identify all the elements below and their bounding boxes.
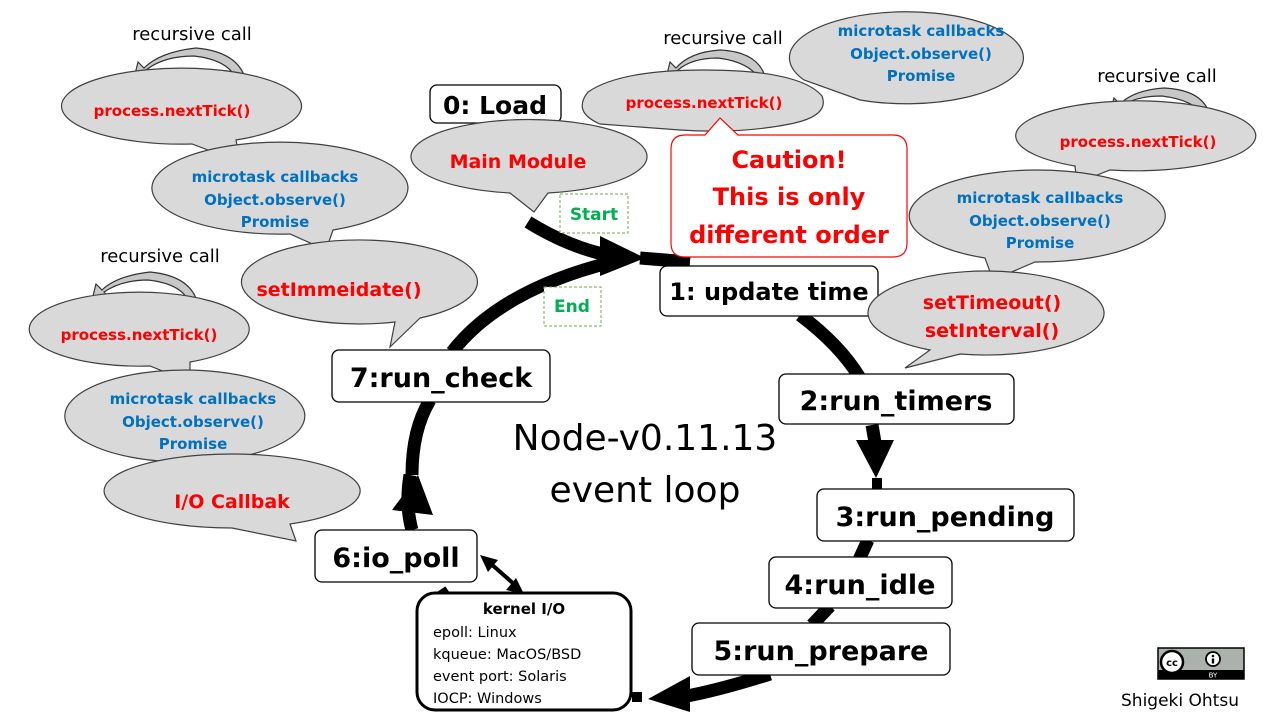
loop-seg-marker [872,478,882,490]
step-5-box [691,622,951,676]
kernel-io-line-4: IOCP: Windows [433,691,542,707]
step-1-label: 1: update time [669,278,868,306]
step-7-label: 7:run_check [350,363,533,394]
io-callback-label: I/O Callbak [174,491,290,513]
main-module-label: Main Module [450,151,587,173]
microtask-line1-top: microtask callbacks [838,22,1005,40]
recursive-label-top: recursive call [663,28,783,49]
recursive-label-right: recursive call [1097,66,1217,87]
cc-icon [1159,649,1185,675]
microtask-line2-left-top: Object.observe() [204,191,346,209]
setimmediate-bubble [240,239,478,349]
title-line1: Node-v0.11.13 [513,418,778,459]
step-6-box [314,529,478,583]
start-label: Start [570,205,618,225]
step-4-box [768,556,953,609]
by-text: BY [1209,672,1218,680]
main-module-bubble [410,118,648,213]
loop-arrows [392,216,894,712]
io-kernel-link [488,561,517,587]
nexttick-bubble-left-bottom [28,291,250,383]
setimmediate-label: setImmeidate() [256,279,421,301]
step-3-box [816,488,1075,542]
step-2-box [778,373,1015,425]
kernel-io-box [415,591,633,712]
kernel-io-line-1: epoll: Linux [433,625,517,641]
io-poll-arrowhead [392,475,433,515]
caution-line2: This is only [713,183,866,211]
nexttick-label-top: process.nextTick() [626,94,783,112]
kernel-io-title: kernel I/O [483,600,565,618]
run-timers-arrowhead [856,440,894,478]
nexttick-bubble-left-top [60,67,303,163]
end-label-box: End [543,286,602,327]
microtask-line1-left-top: microtask callbacks [192,168,359,186]
cc-by-license-badge: cc BY [1157,647,1245,680]
caution-line3: different order [689,221,889,249]
nexttick-label-left-top: process.nextTick() [94,102,251,120]
step-1-box [659,265,879,317]
nexttick-label-right: process.nextTick() [1060,133,1217,151]
prepare-arrowhead [648,676,690,712]
timers-line2: setInterval() [925,320,1059,342]
timers-line1: setTimeout() [923,292,1061,314]
step-6-label: 6:io_poll [332,543,459,574]
microtask-bubble-right [908,169,1166,281]
loop-seg-1 [639,251,691,269]
recursive-label-left-top: recursive call [132,24,252,45]
author-name: Shigeki Ohtsu [1121,691,1239,711]
caution-line1: Caution! [731,146,846,174]
nexttick-bubble-right [1015,100,1257,184]
microtask-line1-right: microtask callbacks [957,189,1124,207]
cc-text: cc [1166,658,1178,669]
microtask-line3-left-top: Promise [241,213,310,231]
end-arrow [446,255,614,357]
caution-callout [670,117,908,258]
recursive-label-left-bottom: recursive call [100,246,220,267]
title-line2: event loop [550,470,741,511]
loop-seg-1-2 [796,309,866,382]
end-label: End [554,297,590,317]
microtask-bubble-left-top [151,141,409,251]
microtask-line2-left-bottom: Object.observe() [122,413,264,431]
step-5-label: 5:run_prepare [714,636,929,667]
step-7-box [331,349,551,403]
start-label-box: Start [559,193,629,234]
loop-seg-5-kernel [680,667,772,704]
loop-seg-7 [405,396,436,476]
nexttick-label-left-bottom: process.nextTick() [61,326,218,344]
timers-bubble [867,270,1105,369]
io-kernel-arrowhead-top [480,555,498,572]
microtask-line3-left-bottom: Promise [159,435,228,453]
microtask-line1-left-bottom: microtask callbacks [110,390,277,408]
kernel-io-line-3: event port: Solaris [433,669,567,685]
microtask-line2-top: Object.observe() [850,45,992,63]
load-label: 0: Load [443,91,547,120]
step-4-label: 4:run_idle [785,570,936,601]
kernel-marker [632,692,642,702]
nexttick-bubble-top [581,69,824,132]
step-3-label: 3:run_pending [836,502,1055,533]
io-kernel-arrowhead-bottom [506,578,524,594]
loop-seg-4-5 [807,601,835,630]
microtask-line2-right: Object.observe() [969,212,1111,230]
microtask-line3-right: Promise [1006,234,1075,252]
io-callback-bubble [103,453,361,542]
microtask-bubble-left-bottom [64,369,306,473]
microtask-line3-top: Promise [887,67,956,85]
kernel-io-line-2: kqueue: MacOS/BSD [433,647,581,663]
microtask-bubble-top [788,11,1025,105]
step-2-label: 2:run_timers [800,386,993,417]
